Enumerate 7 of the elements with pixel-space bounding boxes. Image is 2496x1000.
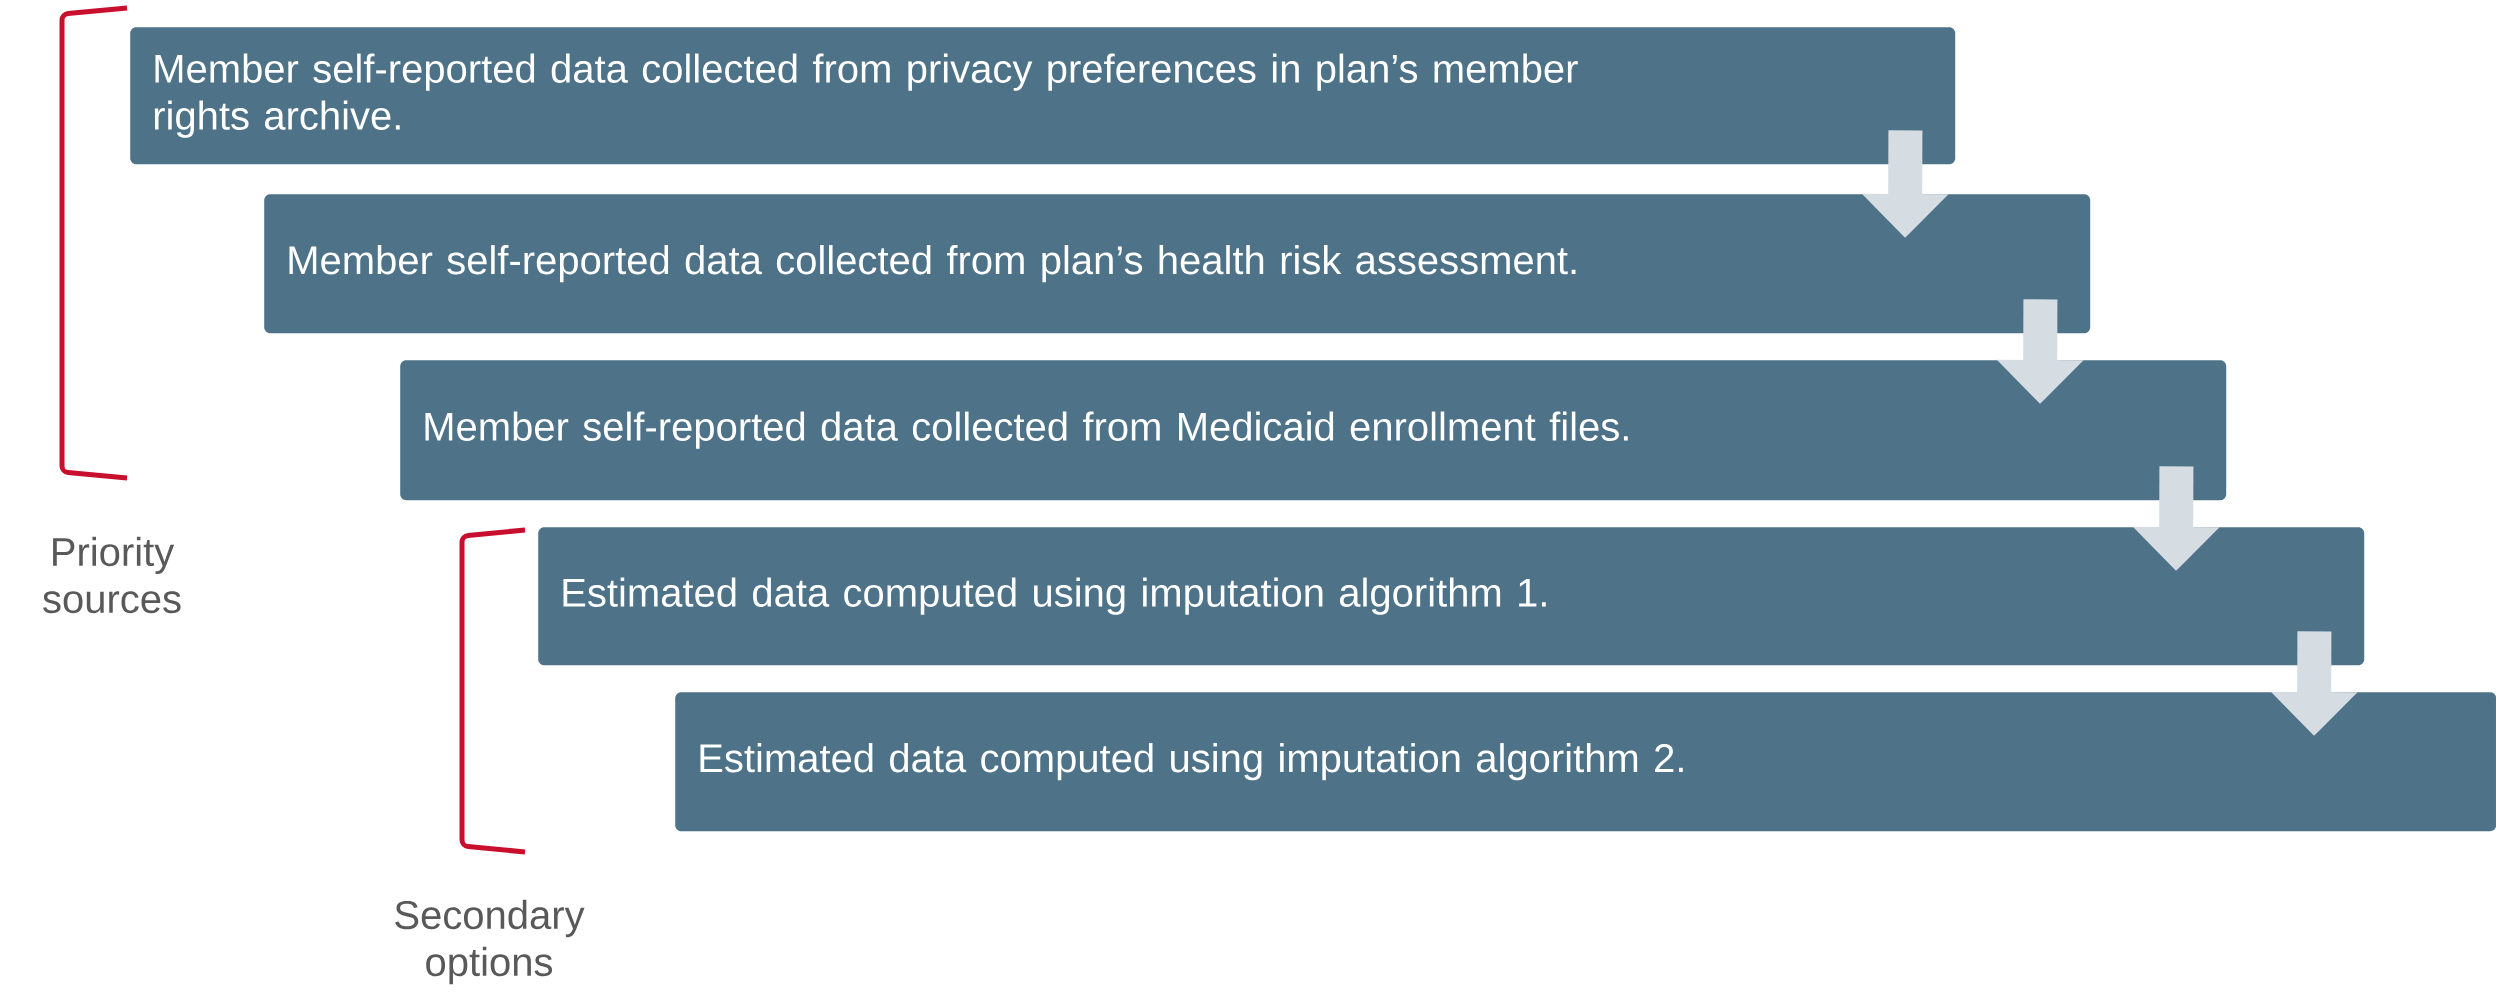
process-box: Estimated data computed using imputation algorithm 2.: [675, 692, 2496, 832]
bracket-label: Secondary options: [395, 899, 585, 985]
process-box: Estimated data computed using imputation algorithm 1.: [538, 527, 2365, 666]
bracket-label: Priority sources: [43, 536, 181, 614]
process-box: Member self-reported data collected from plan’s health risk assessment.: [264, 194, 2091, 334]
process-box: Member self-reported data collected from Medicaid enrollment files.: [400, 360, 2227, 501]
process-box: Member self-reported data collected from privacy preferences in plan’s member rights archive.: [130, 27, 1956, 165]
